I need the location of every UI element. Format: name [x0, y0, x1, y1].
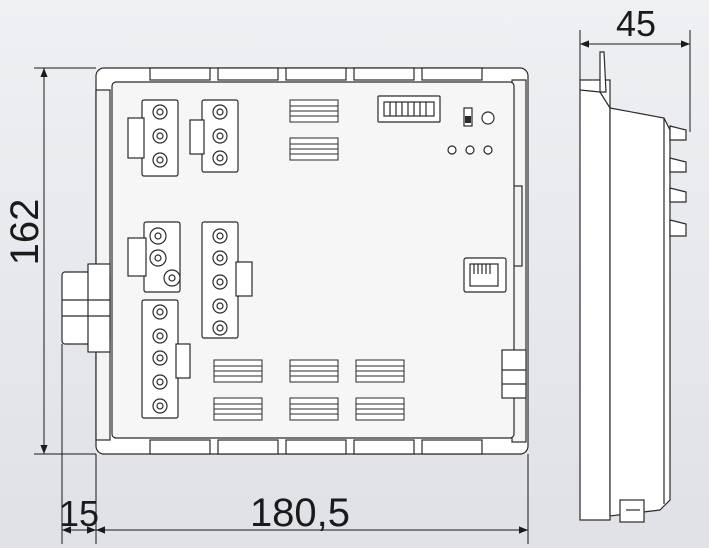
ribbon-connector [377, 95, 441, 123]
connector-3 [127, 221, 181, 293]
front-view [61, 67, 529, 455]
dimension-lines [34, 30, 691, 544]
side-view [579, 51, 687, 523]
side-front-plate [579, 79, 611, 521]
width-label: 180,5 [250, 491, 350, 535]
side-terminals [669, 125, 687, 237]
status-leds [447, 145, 493, 155]
connector-1 [127, 99, 179, 177]
din-rail-clip [61, 263, 111, 353]
connector-2 [189, 99, 239, 173]
rj-socket [463, 257, 507, 293]
bottom-tabs [149, 439, 483, 455]
rail-offset-label: 15 [59, 493, 99, 534]
side-body [609, 107, 671, 517]
top-tabs [149, 67, 483, 81]
connector-4 [201, 221, 253, 339]
vents [213, 99, 405, 421]
side-bottom-clip [619, 499, 645, 523]
height-label: 162 [3, 199, 47, 266]
connector-5 [141, 299, 191, 419]
bottom-clip [501, 349, 527, 399]
depth-label: 45 [616, 3, 656, 44]
reset-button [481, 111, 495, 125]
